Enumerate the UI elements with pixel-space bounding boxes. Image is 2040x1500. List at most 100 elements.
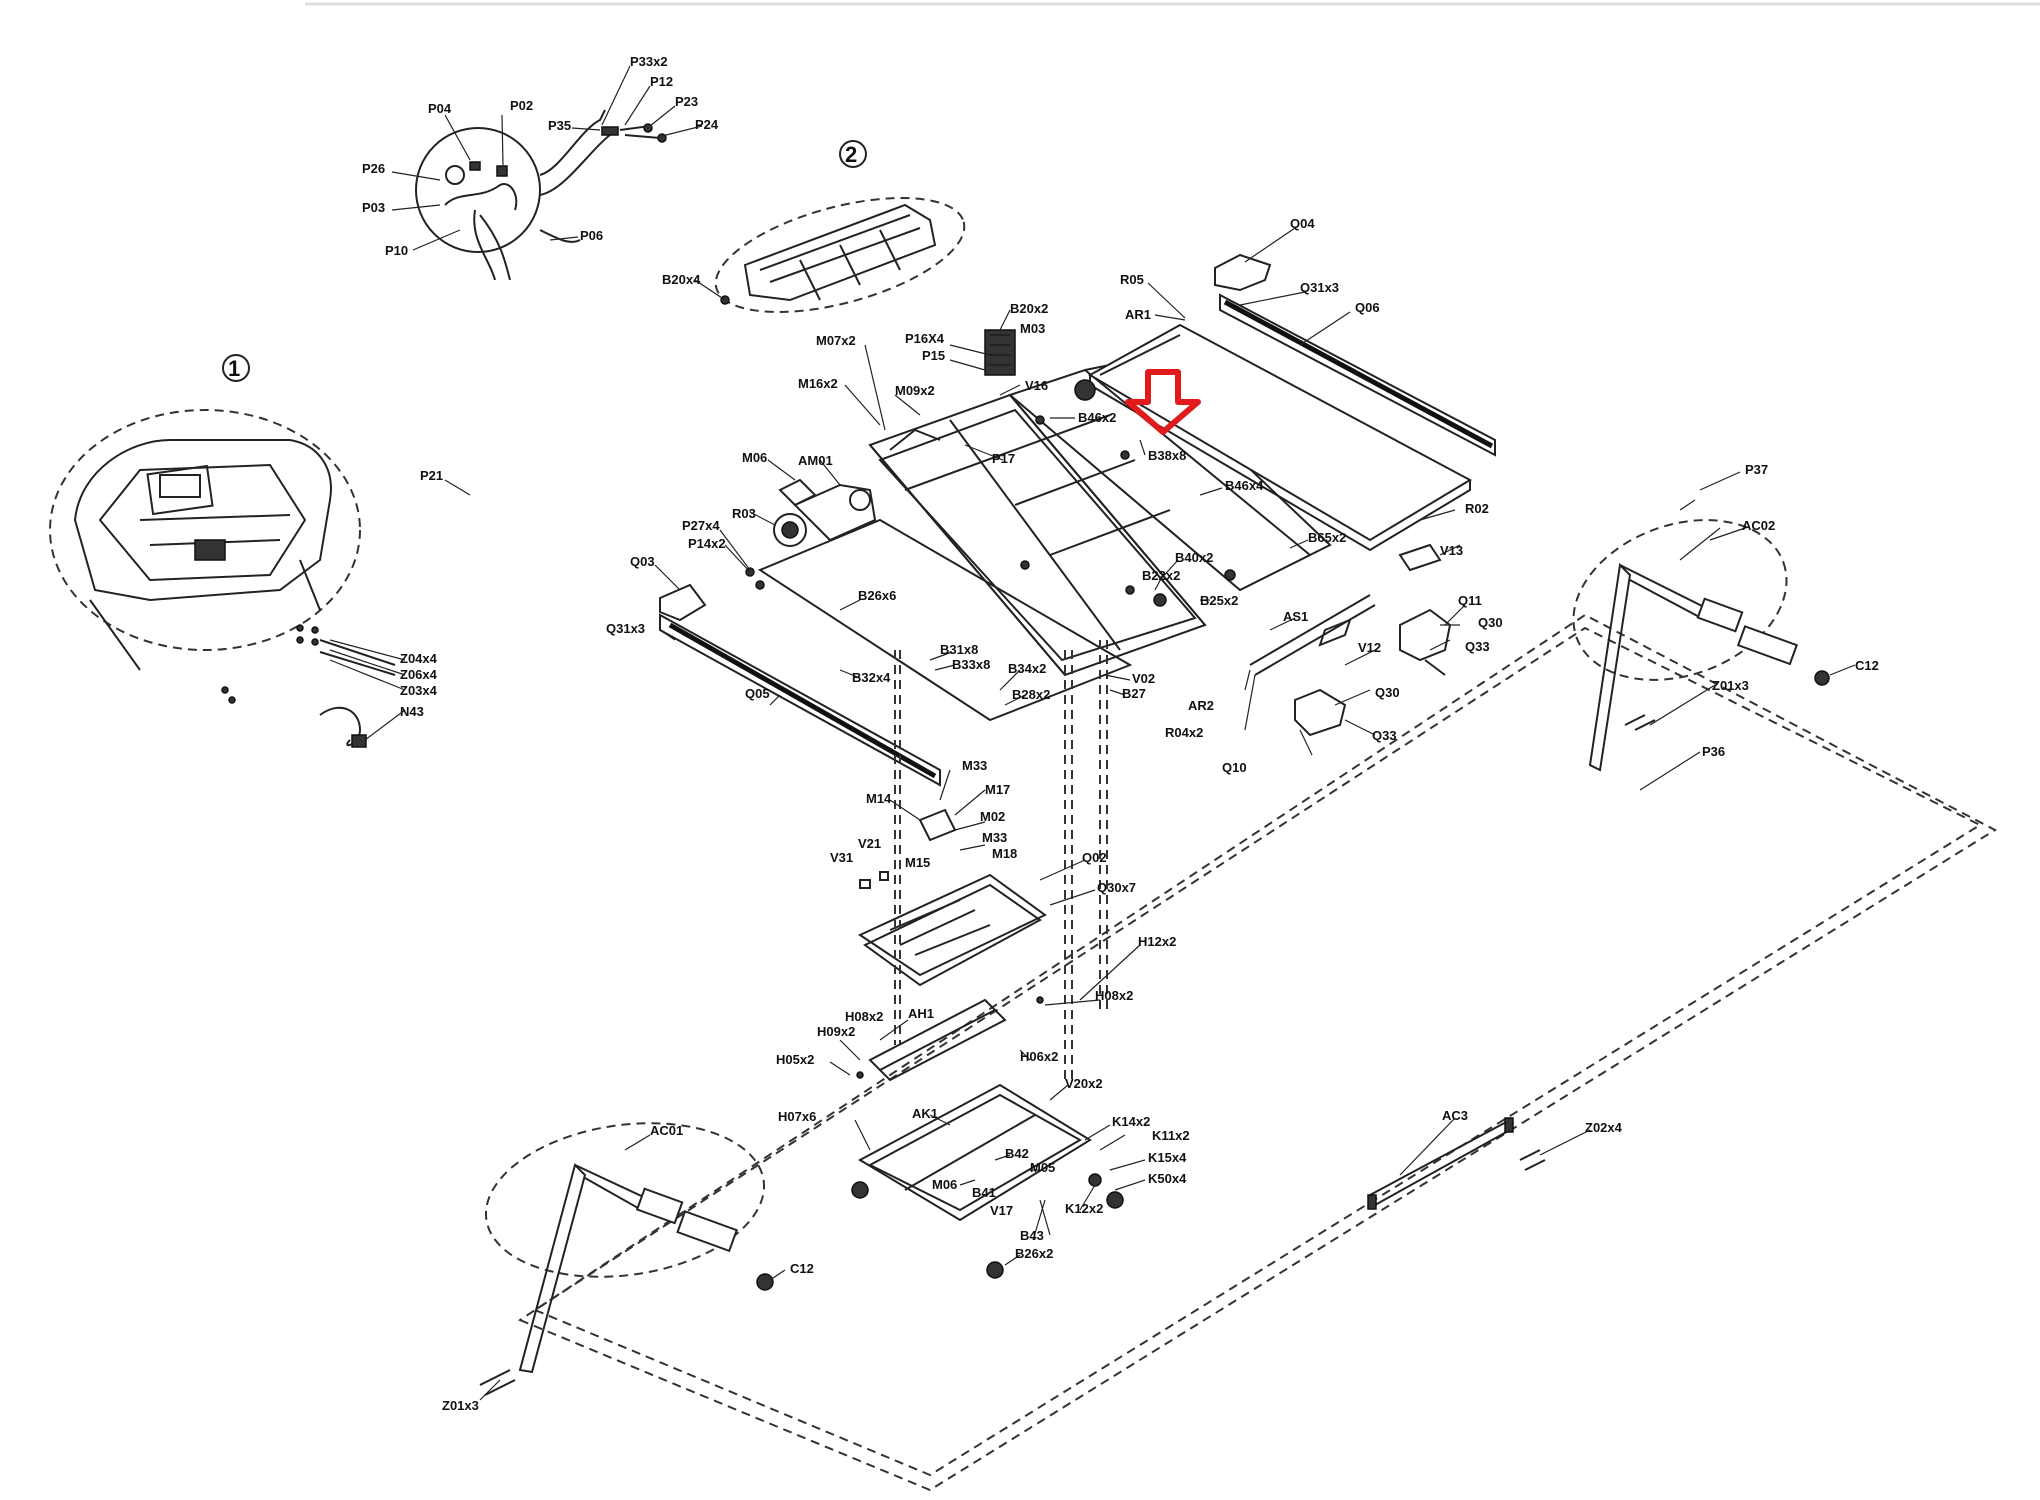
label-M33-b: M33 (982, 830, 1007, 845)
lift-bracket (856, 996, 1044, 1082)
label-Q30-top: Q30 (1478, 615, 1503, 630)
label-AM01: AM01 (798, 453, 833, 468)
label-AC02: AC02 (1742, 518, 1775, 533)
label-M15: M15 (905, 855, 930, 870)
base-frame (851, 1083, 1124, 1279)
label-Z04x4: Z04x4 (400, 651, 438, 666)
label-B22x2: B22x2 (1142, 568, 1180, 583)
label-M16x2-top: M16x2 (798, 376, 838, 391)
label-M09x2: M09x2 (895, 383, 935, 398)
label-Z03x4: Z03x4 (400, 683, 438, 698)
label-B41: B41 (972, 1185, 996, 1200)
leader-lines (329, 65, 1856, 1401)
label-Q04: Q04 (1290, 216, 1315, 231)
label-M33-a: M33 (962, 758, 987, 773)
label-P15: P15 (922, 348, 945, 363)
console-hardware (221, 624, 396, 748)
label-B28x2: B28x2 (1012, 687, 1050, 702)
label-M14: M14 (866, 791, 892, 806)
running-deck (1074, 323, 1473, 552)
deck-plate (757, 518, 1133, 722)
label-V02: V02 (1132, 671, 1155, 686)
label-Z01x3-right: Z01x3 (1712, 678, 1749, 693)
label-P35: P35 (548, 118, 571, 133)
label-P12: P12 (650, 74, 673, 89)
label-Q06: Q06 (1355, 300, 1380, 315)
label-P17: P17 (992, 451, 1015, 466)
label-Z06x4: Z06x4 (400, 667, 438, 682)
label-H08x2-a: H08x2 (845, 1009, 883, 1024)
label-P33x2: P33x2 (630, 54, 668, 69)
rear-roller (1249, 543, 1452, 737)
label-Q31x3-left: Q31x3 (606, 621, 645, 636)
right-side-rail (1214, 253, 1496, 457)
main-frame (745, 329, 1332, 677)
label-B43: B43 (1020, 1228, 1044, 1243)
label-Q33-top: Q33 (1465, 639, 1490, 654)
lower-motor-tray (857, 808, 1047, 987)
label-P14x2: P14x2 (688, 536, 726, 551)
label-B38x8: B38x8 (1148, 448, 1186, 463)
label-C12-left: C12 (790, 1261, 814, 1276)
label-K50x4: K50x4 (1148, 1171, 1187, 1186)
left-upright (479, 1122, 774, 1396)
left-side-rail (659, 583, 941, 787)
label-P37: P37 (1745, 462, 1768, 477)
label-AK1: AK1 (912, 1106, 938, 1121)
label-B27: B27 (1122, 686, 1146, 701)
label-P03: P03 (362, 200, 385, 215)
label-Q33-bot: Q33 (1372, 728, 1397, 743)
label-V17: V17 (990, 1203, 1013, 1218)
label-Z02x4: Z02x4 (1585, 1120, 1623, 1135)
label-B33x8: B33x8 (952, 657, 990, 672)
label-AH1: AH1 (908, 1006, 934, 1021)
label-P10: P10 (385, 243, 408, 258)
label-H08x2-right: H08x2 (1095, 988, 1133, 1003)
label-V20x2: V20x2 (1065, 1076, 1103, 1091)
highlight-arrow (1125, 369, 1201, 435)
label-Q31x3-top: Q31x3 (1300, 280, 1339, 295)
label-B42: B42 (1005, 1146, 1029, 1161)
label-M05: M05 (1030, 1160, 1055, 1175)
label-B32x4: B32x4 (852, 670, 891, 685)
label-H09x2: H09x2 (817, 1024, 855, 1039)
label-R02: R02 (1465, 501, 1489, 516)
label-K15x4: K15x4 (1148, 1150, 1187, 1165)
part-labels: P33x2 P12 P04 P02 P23 P35 P24 P26 P03 P0… (362, 54, 1879, 1413)
label-B26x2: B26x2 (1015, 1246, 1053, 1261)
label-AC01: AC01 (650, 1123, 683, 1138)
wiring-detail (415, 109, 667, 281)
label-Q30x7: Q30x7 (1097, 880, 1136, 895)
console-assembly: 1 (49, 354, 361, 671)
label-P21: P21 (420, 468, 443, 483)
label-B31x8: B31x8 (940, 642, 978, 657)
motor-hood: 2 (714, 140, 966, 313)
label-R04x2: R04x2 (1165, 725, 1203, 740)
label-B20x2: B20x2 (1010, 301, 1048, 316)
floor-outline (517, 613, 1998, 1492)
label-B65x2: B65x2 (1308, 530, 1346, 545)
callout-1: 1 (228, 356, 240, 381)
label-P36: P36 (1702, 744, 1725, 759)
label-M06-base: M06 (932, 1177, 957, 1192)
label-AC3: AC3 (1442, 1108, 1468, 1123)
label-Q03: Q03 (630, 554, 655, 569)
label-H12x2: H12x2 (1138, 934, 1176, 949)
label-M02: M02 (980, 809, 1005, 824)
label-M06: M06 (742, 450, 767, 465)
label-V12: V12 (1358, 640, 1381, 655)
label-M07x2: M07x2 (816, 333, 856, 348)
label-V16: V16 (1025, 378, 1048, 393)
label-Q11: Q11 (1458, 593, 1482, 608)
label-H06x2: H06x2 (1020, 1049, 1058, 1064)
label-M18: M18 (992, 846, 1017, 861)
label-V13: V13 (1440, 543, 1463, 558)
label-AR2: AR2 (1188, 698, 1214, 713)
label-P16X4: P16X4 (905, 331, 945, 346)
label-M03: M03 (1020, 321, 1045, 336)
label-K12x2: K12x2 (1065, 1201, 1103, 1216)
label-H05x2: H05x2 (776, 1052, 814, 1067)
label-K11x2: K11x2 (1152, 1128, 1190, 1143)
label-N43: N43 (400, 704, 424, 719)
